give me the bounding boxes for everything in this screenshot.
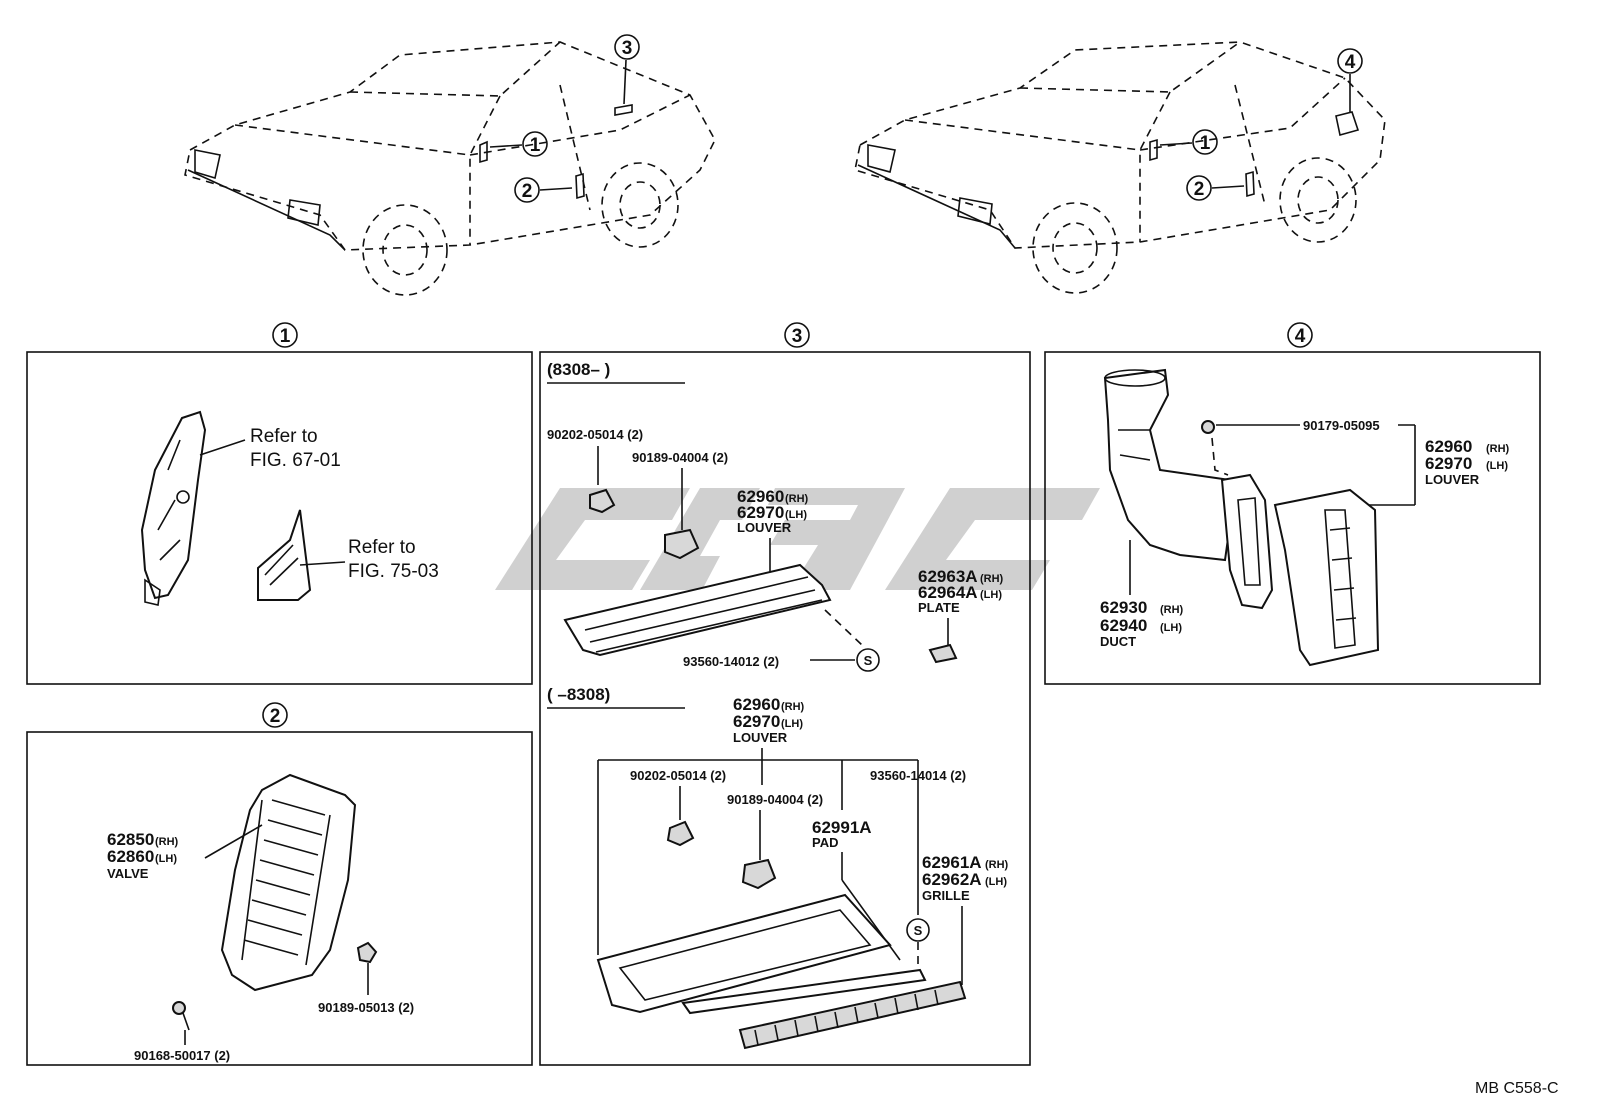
louver-rh-label-a: (RH) [785,493,809,505]
louver-pn-rh-4: 62960 [1425,437,1472,456]
plate-strip-part [681,968,927,1015]
valve-lh-label: (LH) [155,853,177,865]
car-illustration-right [854,41,1386,294]
pad-name: PAD [812,835,838,850]
range-label-a: (8308– ) [547,360,610,379]
nut-part-number-b: 90189-04004 (2) [727,792,823,807]
louver-rh-label-b: (RH) [781,701,805,713]
s-mark-label-b: S [914,923,923,938]
s-mark-label-a: S [864,653,873,668]
louver-pn-rh-a: 62960 [737,487,784,506]
louver-pn-lh-a: 62970 [737,503,784,522]
pad-part-number: 62991A [812,818,872,837]
seal-part-number-a: 93560-14012 (2) [683,654,779,669]
callout-number: 3 [622,38,633,59]
plate-name: PLATE [918,600,960,615]
watermark-logo [495,488,1100,590]
plate-part [928,643,958,664]
panel-2: 2 62850 (RH) 62860 (LH) VALVE 90168-5001… [26,702,533,1066]
refer-label: Refer to [348,537,416,558]
s-mark-a [856,648,880,672]
louver-part-4 [1273,488,1380,667]
louver-name-b: LOUVER [733,730,788,745]
refer-figure: FIG. 67-01 [250,450,341,471]
grille-pn-lh: 62962A [922,870,982,889]
louver-lh-label-4: (LH) [1486,460,1508,472]
valve-rh-label: (RH) [155,836,179,848]
duct-lh-label: (LH) [1160,622,1182,634]
valve-pn-rh: 62850 [107,830,154,849]
louver-pn-rh-b: 62960 [733,695,780,714]
panel-1-number: 1 [280,326,291,347]
nut-part-a [664,528,700,560]
louver-name-a: LOUVER [737,520,792,535]
screw-part [172,1001,186,1015]
nut-part [356,941,378,964]
grille-pn-rh: 62961A [922,853,982,872]
panel-3-number: 3 [792,326,803,347]
plate-lh-label: (LH) [980,589,1002,601]
duct-name: DUCT [1100,634,1136,649]
pillar-trim-part [140,410,207,600]
callout-number: 4 [1345,52,1356,73]
grille-lh-label: (LH) [985,876,1007,888]
refer-label: Refer to [250,426,318,447]
grille-part [738,980,967,1050]
callout-number: 2 [1194,179,1205,200]
louver-pn-lh-b: 62970 [733,712,780,731]
panel-4-number: 4 [1295,326,1306,347]
diagram-code: MB C558-C [1475,1080,1559,1097]
louver-name-4: LOUVER [1425,472,1480,487]
plate-pn-rh: 62963A [918,567,978,586]
panel-4: 4 90179-05095 62960 (RH) 62970 (LH) LOUV… [1044,322,1541,685]
clip-part-a [589,488,616,514]
callout-number: 1 [530,135,541,156]
louver-rh-label-4: (RH) [1486,443,1510,455]
louver-lh-label-a: (LH) [785,509,807,521]
screw-part-number-4: 90179-05095 [1303,418,1380,433]
car-left-callouts: 1 2 3 [489,34,640,203]
grille-rh-label: (RH) [985,859,1009,871]
clip-part-number-a: 90202-05014 (2) [547,427,643,442]
nut-part-number: 90189-05013 (2) [318,1000,414,1015]
refer-figure: FIG. 75-03 [348,561,439,582]
clip-part-b [666,820,695,847]
valve-name: VALVE [107,866,149,881]
range-label-b: ( –8308) [547,685,610,704]
panel-2-number: 2 [270,706,281,727]
panel-1: 1 Refer to FIG. 67-01 Refer to FIG. 75-0… [26,322,533,685]
pad-part [596,893,892,1014]
screw-part-number: 90168-50017 (2) [134,1048,230,1063]
nut-part-number-a: 90189-04004 (2) [632,450,728,465]
car-right-callouts: 1 2 4 [1159,48,1363,201]
callout-number: 2 [522,181,533,202]
plate-rh-label: (RH) [980,573,1004,585]
louver-lh-label-b: (LH) [781,718,803,730]
louver-pn-lh-4: 62970 [1425,454,1472,473]
nut-part-b [741,858,777,890]
duct-rh-label: (RH) [1160,604,1184,616]
duct-part [1103,368,1234,562]
callout-number: 1 [1200,133,1211,154]
duct-flange-part [1220,473,1274,610]
duct-pn-lh: 62940 [1100,616,1147,635]
duct-pn-rh: 62930 [1100,598,1147,617]
s-mark-b [906,918,930,942]
grille-name: GRILLE [922,888,970,903]
screw-part-4 [1201,420,1215,434]
clip-part-number-b: 90202-05014 (2) [630,768,726,783]
plate-pn-lh: 62964A [918,583,978,602]
seal-part-number-b: 93560-14014 (2) [870,768,966,783]
car-illustration-left [184,41,716,296]
valve-pn-lh: 62860 [107,847,154,866]
panel-3: 3 (8308– ) 90202-05014 (2) 90189-04004 (… [539,322,1031,1066]
